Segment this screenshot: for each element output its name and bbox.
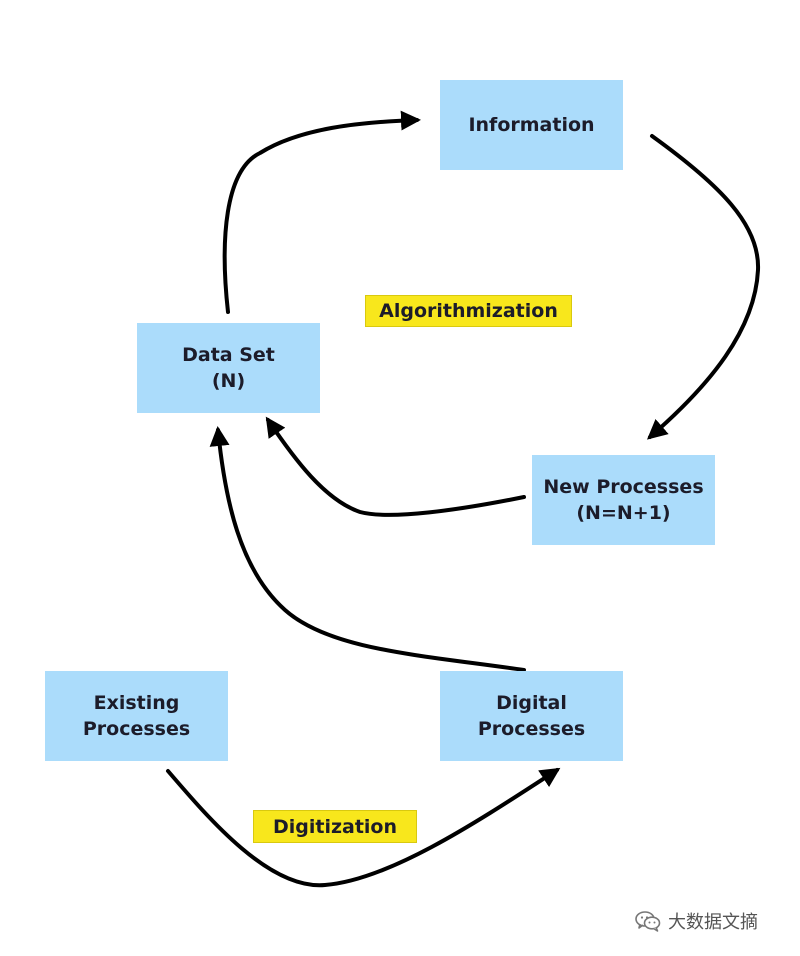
node-information-label: Information bbox=[468, 114, 595, 136]
node-information: Information bbox=[440, 80, 623, 170]
node-existing-processes: Existing Processes bbox=[45, 671, 228, 761]
node-digital-processes-label: Digital bbox=[496, 692, 567, 714]
node-new-processes: New Processes (N=N+1) bbox=[532, 455, 715, 545]
label-digitization: Digitization bbox=[253, 810, 417, 843]
watermark-text: 大数据文摘 bbox=[668, 912, 758, 933]
wechat-icon bbox=[634, 909, 662, 933]
node-existing-processes-sublabel: Processes bbox=[82, 718, 191, 740]
node-data-set: Data Set (N) bbox=[137, 323, 320, 413]
node-new-processes-sublabel: (N=N+1) bbox=[576, 502, 671, 524]
node-data-set-label: Data Set bbox=[182, 344, 275, 366]
node-digital-processes: Digital Processes bbox=[440, 671, 623, 761]
edge-information-to-newprocesses bbox=[646, 134, 761, 440]
node-data-set-sublabel: (N) bbox=[211, 370, 246, 392]
edge-newprocesses-to-dataset bbox=[265, 416, 526, 517]
label-algorithmization: Algorithmization bbox=[365, 295, 572, 327]
node-new-processes-label: New Processes bbox=[543, 476, 704, 498]
node-digital-processes-sublabel: Processes bbox=[477, 718, 586, 740]
node-existing-processes-label: Existing bbox=[93, 692, 180, 714]
watermark: 大数据文摘 bbox=[634, 904, 758, 938]
edge-digital-to-dataset bbox=[209, 426, 526, 672]
edge-dataset-to-information bbox=[222, 110, 421, 314]
edge-existing-to-digital bbox=[166, 767, 561, 888]
